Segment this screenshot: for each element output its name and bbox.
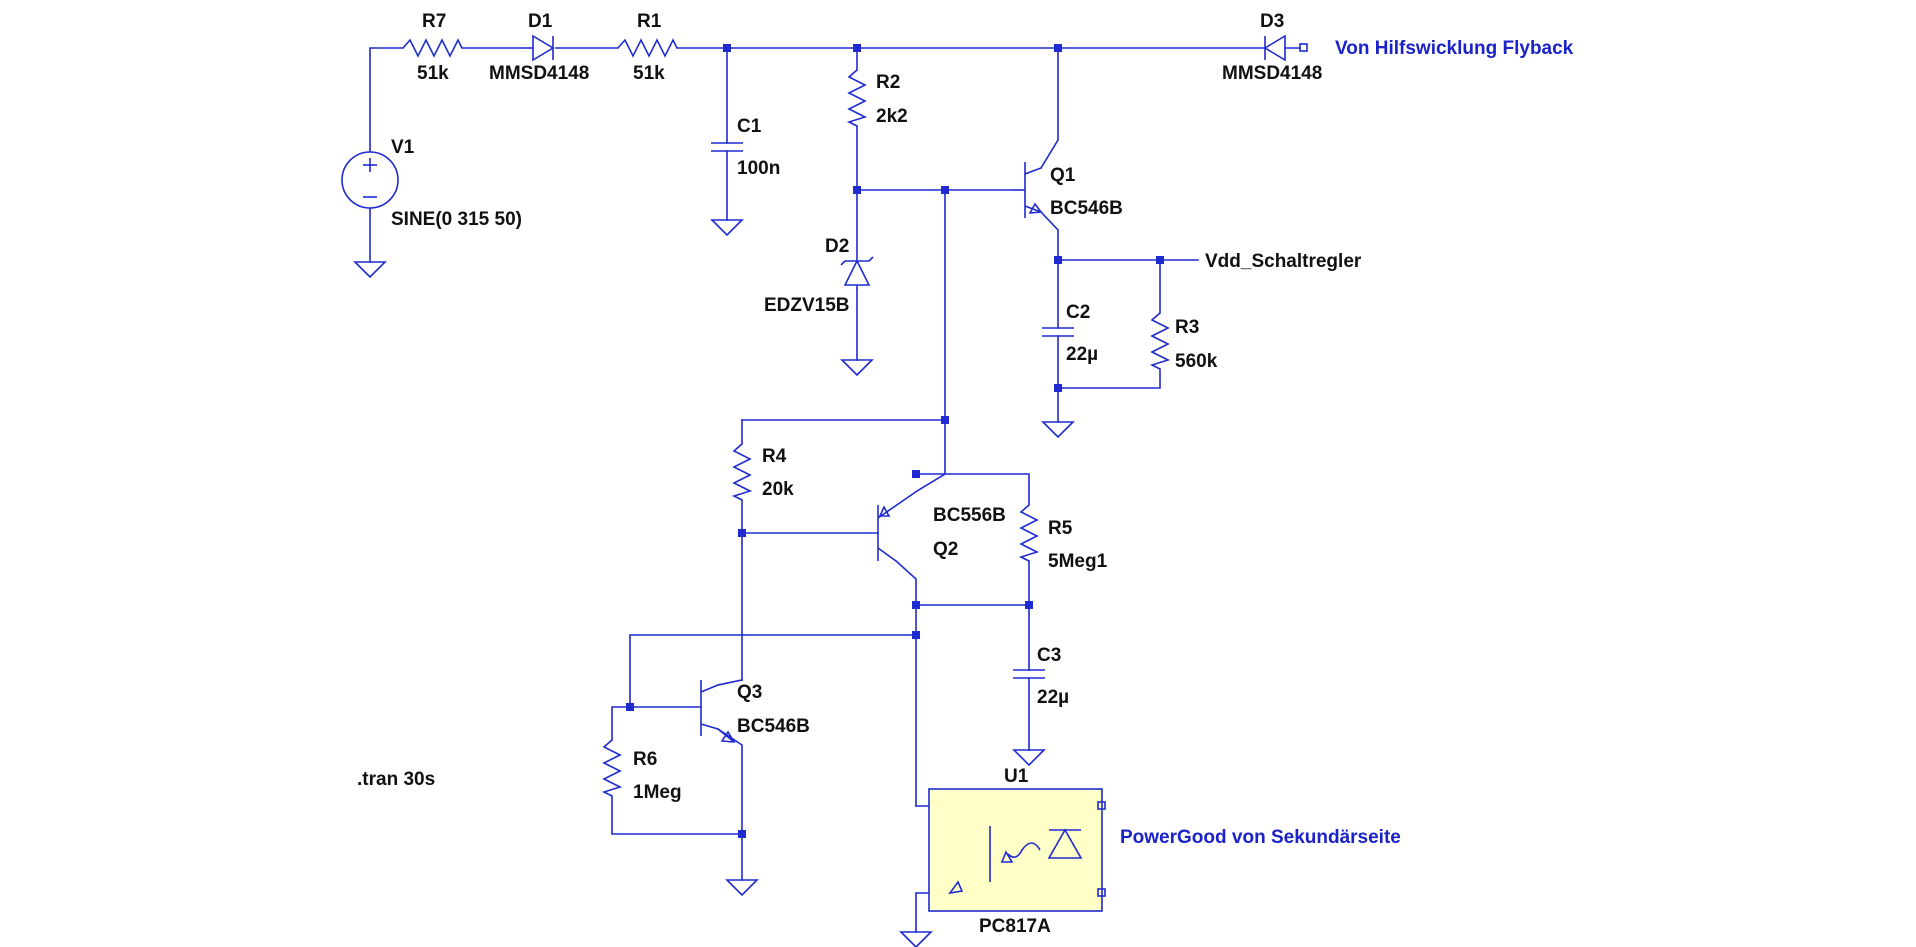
vdd-net-label: Vdd_Schaltregler	[1205, 251, 1362, 272]
r7-value: 51k	[417, 63, 449, 84]
u1-value: PC817A	[979, 916, 1051, 937]
aux-winding-label: Von Hilfswicklung Flyback	[1335, 38, 1574, 59]
r1-ref: R1	[637, 11, 662, 32]
ground-icon	[710, 219, 744, 237]
d3-value: MMSD4148	[1222, 63, 1322, 84]
r4-value: 20k	[762, 479, 794, 500]
d1-value: MMSD4148	[489, 63, 589, 84]
c3-ref: C3	[1037, 645, 1061, 666]
c1-ref: C1	[737, 116, 762, 137]
powergood-port-top-icon	[1097, 801, 1106, 810]
c3-value: 22µ	[1037, 687, 1069, 708]
q2-value: BC556B	[933, 505, 1006, 526]
voltage-source-v1-symbol	[341, 148, 399, 210]
resistor-r6-symbol	[601, 739, 623, 797]
d1-ref: D1	[528, 11, 553, 32]
powergood-label: PowerGood von Sekundärseite	[1120, 827, 1401, 848]
simulation-directive: .tran 30s	[357, 769, 435, 790]
q3-value: BC546B	[737, 716, 810, 737]
q1-ref: Q1	[1050, 165, 1076, 186]
ground-symbols	[353, 219, 1075, 947]
d2-value: EDZV15B	[764, 295, 850, 316]
optocoupler-u1-symbol	[928, 788, 1103, 912]
v1-value: SINE(0 315 50)	[391, 209, 522, 230]
d3-ref: D3	[1260, 11, 1284, 32]
resistor-r4-symbol	[731, 443, 753, 501]
ground-icon	[725, 879, 759, 897]
c2-ref: C2	[1066, 302, 1090, 323]
transistor-q2-symbol	[877, 490, 918, 562]
ground-icon	[1012, 749, 1046, 767]
d2-ref: D2	[825, 236, 849, 257]
resistor-r5-symbol	[1018, 504, 1040, 562]
c2-value: 22µ	[1066, 344, 1098, 365]
capacitor-c2-symbol	[1042, 327, 1074, 337]
v1-ref: V1	[391, 137, 415, 158]
wires	[369, 47, 1301, 933]
q1-value: BC546B	[1050, 198, 1123, 219]
ground-icon	[353, 261, 387, 279]
r5-ref: R5	[1048, 518, 1073, 539]
resistor-r1-symbol	[617, 38, 678, 58]
transistor-q3-symbol	[700, 680, 736, 743]
ground-icon	[1041, 421, 1075, 439]
q2-ref: Q2	[933, 539, 958, 560]
resistor-r2-symbol	[846, 69, 868, 127]
r1-value: 51k	[633, 63, 665, 84]
q3-ref: Q3	[737, 682, 762, 703]
r2-ref: R2	[876, 72, 900, 93]
r7-ref: R7	[422, 11, 446, 32]
transistor-q1-symbol	[1012, 162, 1043, 218]
u1-ref: U1	[1004, 766, 1029, 787]
diode-d1-symbol	[525, 34, 555, 62]
r5-value: 5Meg1	[1048, 551, 1108, 572]
ground-icon	[899, 931, 933, 947]
ground-icon	[840, 359, 874, 377]
diode-d3-symbol	[1263, 34, 1286, 62]
capacitor-c1-symbol	[711, 142, 743, 152]
powergood-port-bottom-icon	[1097, 888, 1106, 897]
c1-value: 100n	[737, 158, 780, 179]
r4-ref: R4	[762, 446, 787, 467]
r2-value: 2k2	[876, 106, 908, 127]
capacitor-c3-symbol	[1013, 669, 1045, 679]
zener-d2-symbol	[840, 256, 874, 289]
resistor-r3-symbol	[1149, 312, 1171, 370]
component-labels: R7 51k D1 MMSD4148 R1 51k D3 MMSD4148 V1…	[391, 11, 1322, 937]
aux-port-icon	[1299, 43, 1308, 52]
r3-ref: R3	[1175, 317, 1199, 338]
resistor-r7-symbol	[402, 38, 463, 58]
junctions	[626, 44, 1164, 838]
r6-ref: R6	[633, 749, 657, 770]
r6-value: 1Meg	[633, 782, 682, 803]
net-labels: Vdd_Schaltregler Von Hilfswicklung Flyba…	[1120, 38, 1574, 848]
r3-value: 560k	[1175, 351, 1218, 372]
